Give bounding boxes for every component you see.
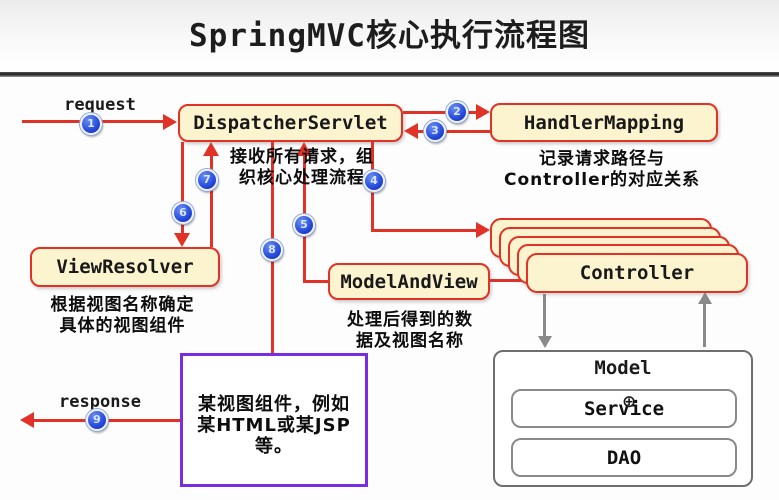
view-component-caption-line1: 某视图组件，例如 <box>198 394 350 415</box>
model-and-view-label: ModelAndView <box>340 270 478 293</box>
step5-arrowhead-icon <box>296 142 312 156</box>
dispatcher-servlet-caption-line2: 织核心处理流程 <box>239 168 365 188</box>
step6-arrowhead-icon <box>174 233 190 247</box>
modelandview-controller-line <box>490 279 532 282</box>
handler-mapping-label: HandlerMapping <box>523 111 685 134</box>
step3-line <box>418 130 490 133</box>
step7-line <box>210 155 213 247</box>
dao-box: DAO <box>511 438 737 477</box>
handler-mapping-caption-line1: 记录请求路径与 <box>539 149 665 169</box>
view-resolver-box: ViewResolver <box>30 247 220 287</box>
handler-mapping-caption-line2: Controller的对应关系 <box>503 170 700 190</box>
view-resolver-caption-line1: 根据视图名称确定 <box>50 295 195 315</box>
dispatcher-servlet-caption: 接收所有请求，组 织核心处理流程 <box>202 147 402 189</box>
view-component-box: 某视图组件，例如 某HTML或某JSP等。 <box>180 353 368 487</box>
service-label: Service <box>583 397 665 420</box>
step-badge-9: 9 <box>86 409 108 431</box>
step-badge-2: 2 <box>446 101 468 123</box>
model-label: Model <box>594 357 652 379</box>
view-component-caption-line2: 某HTML或某JSP等。 <box>197 415 351 457</box>
response-label: response <box>59 392 141 412</box>
step7-arrowhead-icon <box>203 142 219 156</box>
model-and-view-caption-line1: 处理后得到的数 <box>347 310 473 330</box>
model-and-view-caption: 处理后得到的数 据及视图名称 <box>330 310 490 352</box>
view-resolver-caption: 根据视图名称确定 具体的视图组件 <box>20 295 225 337</box>
request-arrowhead-icon <box>163 114 177 130</box>
view-resolver-caption-line2: 具体的视图组件 <box>59 316 186 336</box>
step3-arrowhead-icon <box>404 123 418 139</box>
model-and-view-box: ModelAndView <box>328 263 490 300</box>
step6-line <box>181 142 184 234</box>
handler-mapping-caption: 记录请求路径与 Controller的对应关系 <box>482 149 722 191</box>
step2-arrowhead-icon <box>476 104 490 120</box>
request-label: request <box>64 95 136 115</box>
handler-mapping-box: HandlerMapping <box>490 103 718 142</box>
response-arrowhead-icon <box>20 412 34 428</box>
step-badge-1: 1 <box>80 113 102 135</box>
page-title: SpringMVC核心执行流程图 <box>189 18 590 54</box>
dispatcher-servlet-label: DispatcherServlet <box>193 112 388 134</box>
header-band: SpringMVC核心执行流程图 <box>0 0 779 72</box>
service-box: Service <box>511 389 737 428</box>
controller-box: Controller <box>526 253 748 293</box>
dao-label: DAO <box>606 446 642 469</box>
step-badge-7: 7 <box>196 169 218 191</box>
step-badge-4: 4 <box>363 170 385 192</box>
step-badge-3: 3 <box>424 120 446 142</box>
model-to-controller-line <box>703 304 706 347</box>
controller-label: Controller <box>579 262 695 284</box>
step-badge-6: 6 <box>172 202 194 224</box>
step4-arrowhead-icon <box>476 222 490 238</box>
controller-stack: Controller <box>490 218 752 334</box>
step-badge-5: 5 <box>293 214 315 236</box>
step4-line-horizontal <box>371 229 476 232</box>
controller-to-model-arrowhead-icon <box>538 336 552 348</box>
model-to-controller-arrowhead-icon <box>698 292 712 304</box>
dispatcher-servlet-box: DispatcherServlet <box>178 104 403 142</box>
model-and-view-caption-line2: 据及视图名称 <box>356 331 464 351</box>
step2-line <box>403 111 476 114</box>
step5-line-horizontal <box>303 280 330 283</box>
view-resolver-label: ViewResolver <box>56 256 194 278</box>
mouse-cursor-icon: ⊕ <box>622 392 637 412</box>
controller-to-model-line <box>543 294 546 338</box>
dispatcher-servlet-caption-line1: 接收所有请求，组 <box>230 147 374 167</box>
header-divider <box>0 72 779 77</box>
step-badge-8: 8 <box>261 239 283 261</box>
